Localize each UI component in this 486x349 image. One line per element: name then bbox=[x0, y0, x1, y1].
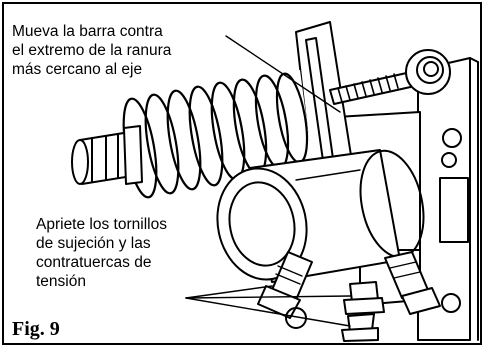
mounting-plate bbox=[417, 57, 479, 341]
callout-tighten-bolts: Apriete los tornillos de sujeción y las … bbox=[36, 216, 167, 290]
figure-frame bbox=[2, 2, 482, 345]
leader-lines bbox=[185, 35, 351, 327]
compression-spring bbox=[122, 70, 312, 199]
threaded-rod bbox=[329, 49, 451, 105]
tension-bolts bbox=[257, 251, 441, 342]
rod-end-nuts bbox=[71, 125, 143, 185]
figure-label: Fig. 9 bbox=[12, 318, 60, 340]
callout-move-bar: Mueva la barra contra el extremo de la r… bbox=[12, 23, 172, 78]
